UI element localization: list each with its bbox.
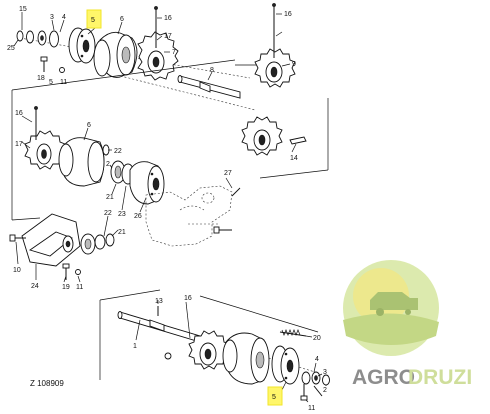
callout-4-bottom: 4 xyxy=(315,356,319,363)
figure-reference: Z 108909 xyxy=(30,379,64,388)
hub-part-5-top xyxy=(68,27,96,64)
drum-bottom xyxy=(222,332,270,385)
callout-20: 20 xyxy=(313,335,321,342)
callout-19: 19 xyxy=(62,284,70,291)
spring-20 xyxy=(279,329,307,337)
callout-4: 4 xyxy=(62,14,66,21)
hub-part-5-bottom xyxy=(271,345,300,385)
bracket-24 xyxy=(21,213,81,267)
leader-lines xyxy=(13,12,327,403)
top-assembly xyxy=(16,3,329,179)
highlight-box-top[interactable] xyxy=(86,9,102,29)
callout-17: 17 xyxy=(164,33,172,40)
callout-18: 18 xyxy=(37,75,45,82)
watermark-text-agro: AGRO xyxy=(352,366,415,389)
callout-5-highlighted-top: 5 xyxy=(91,17,95,24)
callout-11-bottom: 11 xyxy=(308,405,315,412)
callout-16-mid: 16 xyxy=(15,110,23,117)
callout-16: 16 xyxy=(164,15,172,22)
callout-22: 22 xyxy=(114,148,122,155)
callout-26: 26 xyxy=(134,213,142,220)
sprocket-7-top xyxy=(137,31,179,81)
sprocket-bottom xyxy=(188,330,230,370)
callout-25: 25 xyxy=(7,45,15,52)
callout-10: 10 xyxy=(13,267,21,274)
callout-5: 5 xyxy=(49,79,53,86)
sprocket-9-top xyxy=(254,48,296,88)
drum-part-6-middle xyxy=(58,137,105,187)
bearing-lower xyxy=(80,233,115,255)
callout-11-lower: 11 xyxy=(76,284,83,291)
sprocket-right-lower xyxy=(241,116,283,156)
hub-26 xyxy=(129,161,165,205)
callout-8: 8 xyxy=(210,67,214,74)
middle-assembly xyxy=(9,59,241,280)
shaft-8-top xyxy=(177,75,241,99)
callout-24: 24 xyxy=(31,283,39,290)
callout-13: 13 xyxy=(155,298,163,305)
callout-9: 9 xyxy=(292,61,296,68)
callout-6-mid: 6 xyxy=(87,122,91,129)
watermark-text-druzi: DRUZI xyxy=(408,366,472,389)
callout-23: 23 xyxy=(118,211,126,218)
highlight-box-bottom[interactable] xyxy=(267,386,283,406)
sprocket-middle-left xyxy=(24,130,66,170)
callout-7: 7 xyxy=(172,49,176,56)
housing-27 xyxy=(145,185,241,247)
callout-22-lower: 22 xyxy=(104,210,112,217)
callout-17-mid: 17 xyxy=(15,141,23,148)
callout-1: 1 xyxy=(133,343,137,350)
washer-stack-top xyxy=(16,30,59,48)
callout-3-bottom: 3 xyxy=(323,369,327,376)
agrodruzi-watermark: AGRO DRUZI xyxy=(343,260,472,389)
callout-16-right: 16 xyxy=(284,11,292,18)
callout-11: 11 xyxy=(60,79,67,86)
callout-21: 21 xyxy=(106,194,114,201)
callout-27: 27 xyxy=(224,170,232,177)
callout-2-bottom: 2 xyxy=(323,387,327,394)
bottom-assembly xyxy=(99,289,330,401)
callout-5-highlighted-bottom: 5 xyxy=(272,394,276,401)
callout-16-bottom: 16 xyxy=(184,295,192,302)
watermark-field xyxy=(343,313,439,345)
combine-harvester-icon xyxy=(370,292,418,310)
callout-3: 3 xyxy=(50,14,54,21)
callout-21-lower: 21 xyxy=(118,229,126,236)
callout-15: 15 xyxy=(19,6,27,13)
callout-6: 6 xyxy=(120,16,124,23)
drum-part-6-top xyxy=(93,31,138,78)
callout-14: 14 xyxy=(290,155,298,162)
callout-2: 2 xyxy=(106,161,110,168)
washer-stack-bottom xyxy=(301,371,330,386)
callout-labels: 15 25 3 4 6 16 17 7 9 18 5 11 8 14 16 16… xyxy=(7,6,327,412)
